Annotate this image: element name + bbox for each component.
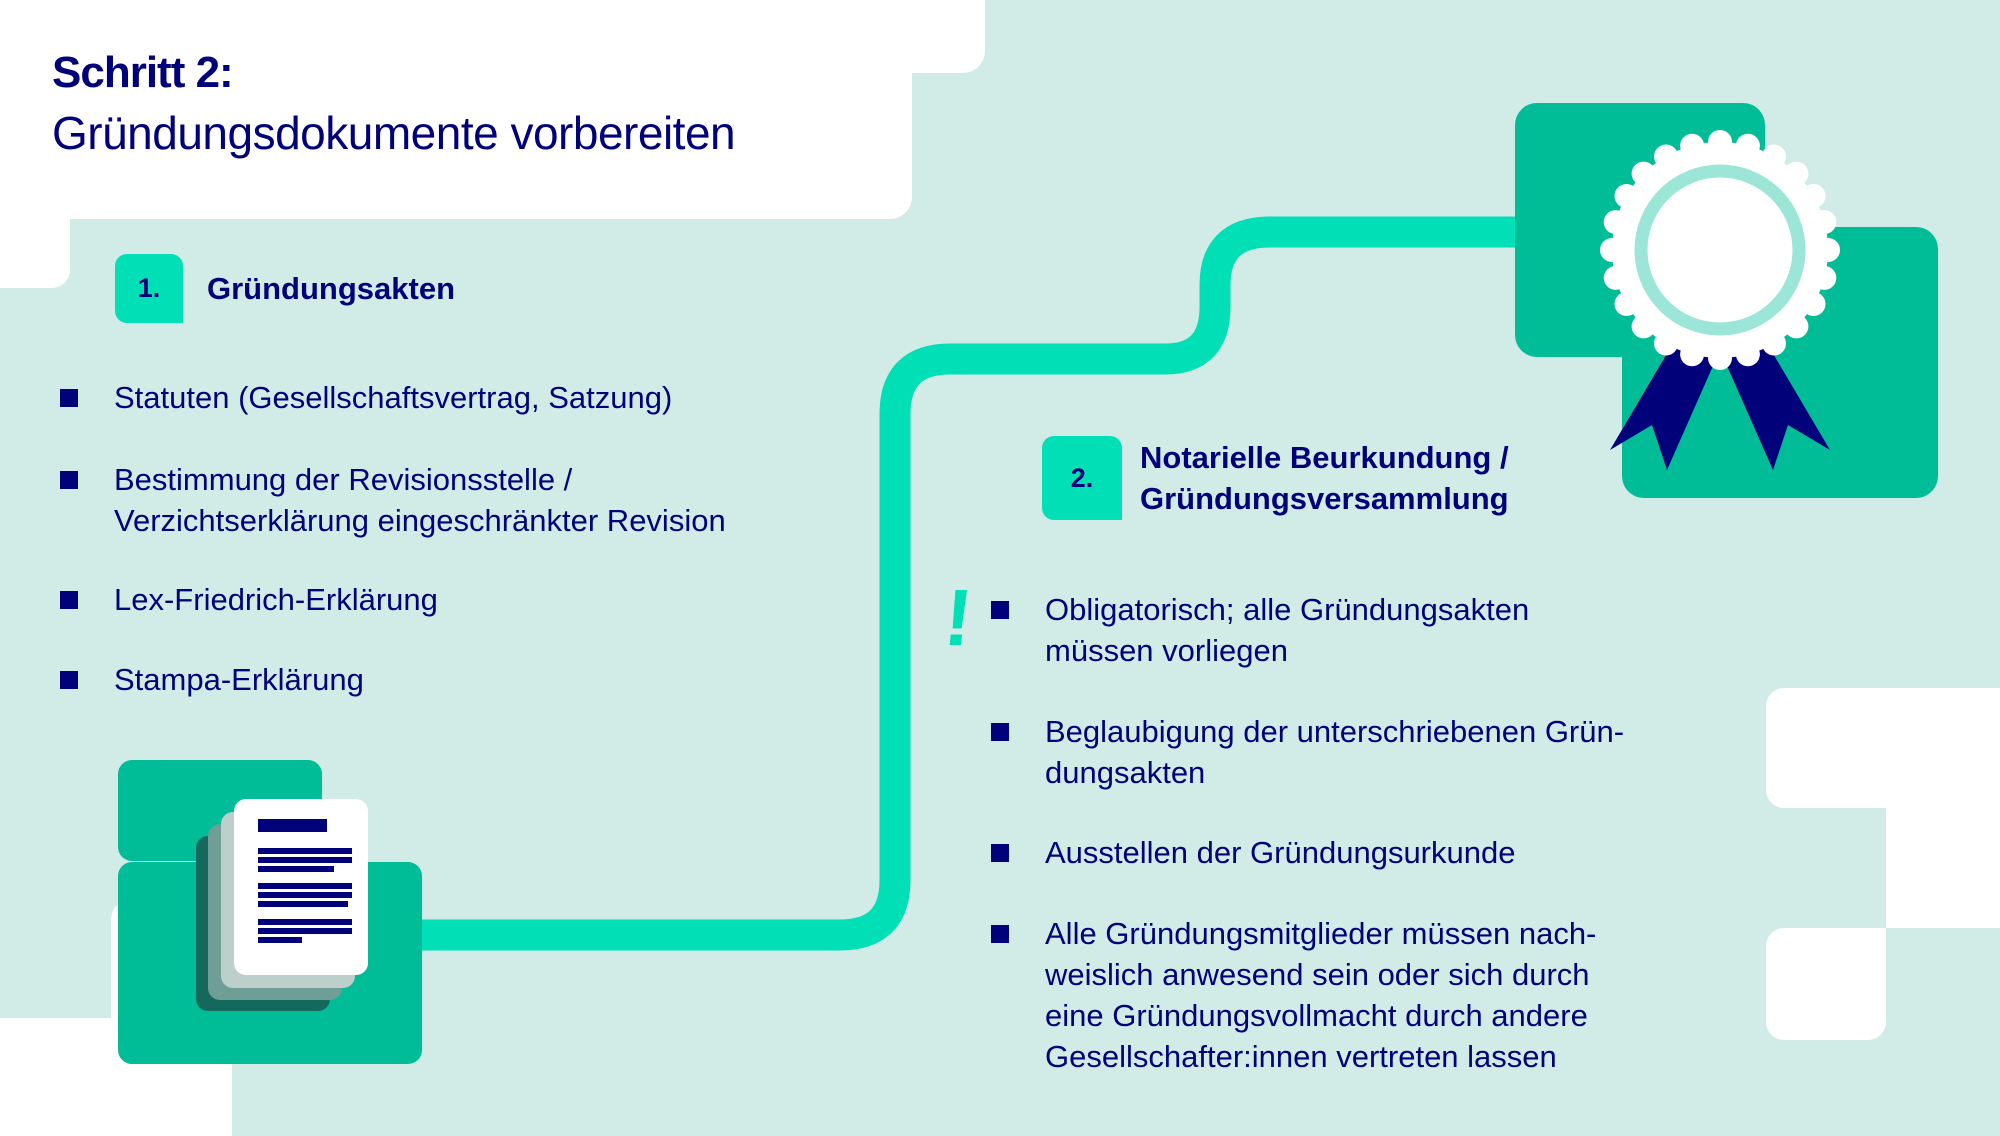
list-item: Stampa-Erklärung [60,659,726,700]
award-rosette-icon [1600,130,1840,470]
page-title-subtitle: Gründungsdokumente vorbereiten [52,107,736,159]
step2-number-badge: 2. [1042,436,1122,520]
bullet-square-icon [60,671,78,689]
decor-white-a [1766,688,2000,808]
bullet-square-icon [991,601,1009,619]
step2-title: Notarielle Beurkundung / Gründungsversam… [1140,440,1509,516]
bullet-square-icon [60,471,78,489]
bullet-square-icon [991,844,1009,862]
bullet-square-icon [60,591,78,609]
step1-list: Statuten (Gesellschaftsvertrag, Satzung)… [60,377,726,700]
step2-number: 2. [1070,462,1094,493]
step1-number-badge: 1. [115,254,183,323]
header-white-main [0,0,912,219]
document-stack-icon [196,799,368,1011]
bullet-square-icon [991,925,1009,943]
bullet-square-icon [60,389,78,407]
list-item: Bestimmung der Revisionsstelle / Verzich… [60,459,726,541]
list-item: Beglaubigung der unterschriebenen Grün- … [991,711,1624,793]
step1-title: Gründungsakten [207,271,456,306]
page-title-step: Schritt 2: [52,48,234,97]
list-item: Lex-Friedrich-Erklärung [60,579,726,620]
list-item: Ausstellen der Gründungsurkunde [991,832,1624,873]
list-item: Statuten (Gesellschaftsvertrag, Satzung) [60,377,726,418]
decor-white-c [1766,928,1886,1040]
step1-number: 1. [137,273,161,303]
list-item: Alle Gründungsmitglieder müssen nach- we… [991,913,1624,1077]
decor-white-b [1886,800,2000,928]
bullet-square-icon [991,723,1009,741]
header-white-tab [0,200,70,288]
step2-list: Obligatorisch; alle Gründungsakten müsse… [991,589,1624,1077]
list-item: Obligatorisch; alle Gründungsakten müsse… [991,589,1624,671]
